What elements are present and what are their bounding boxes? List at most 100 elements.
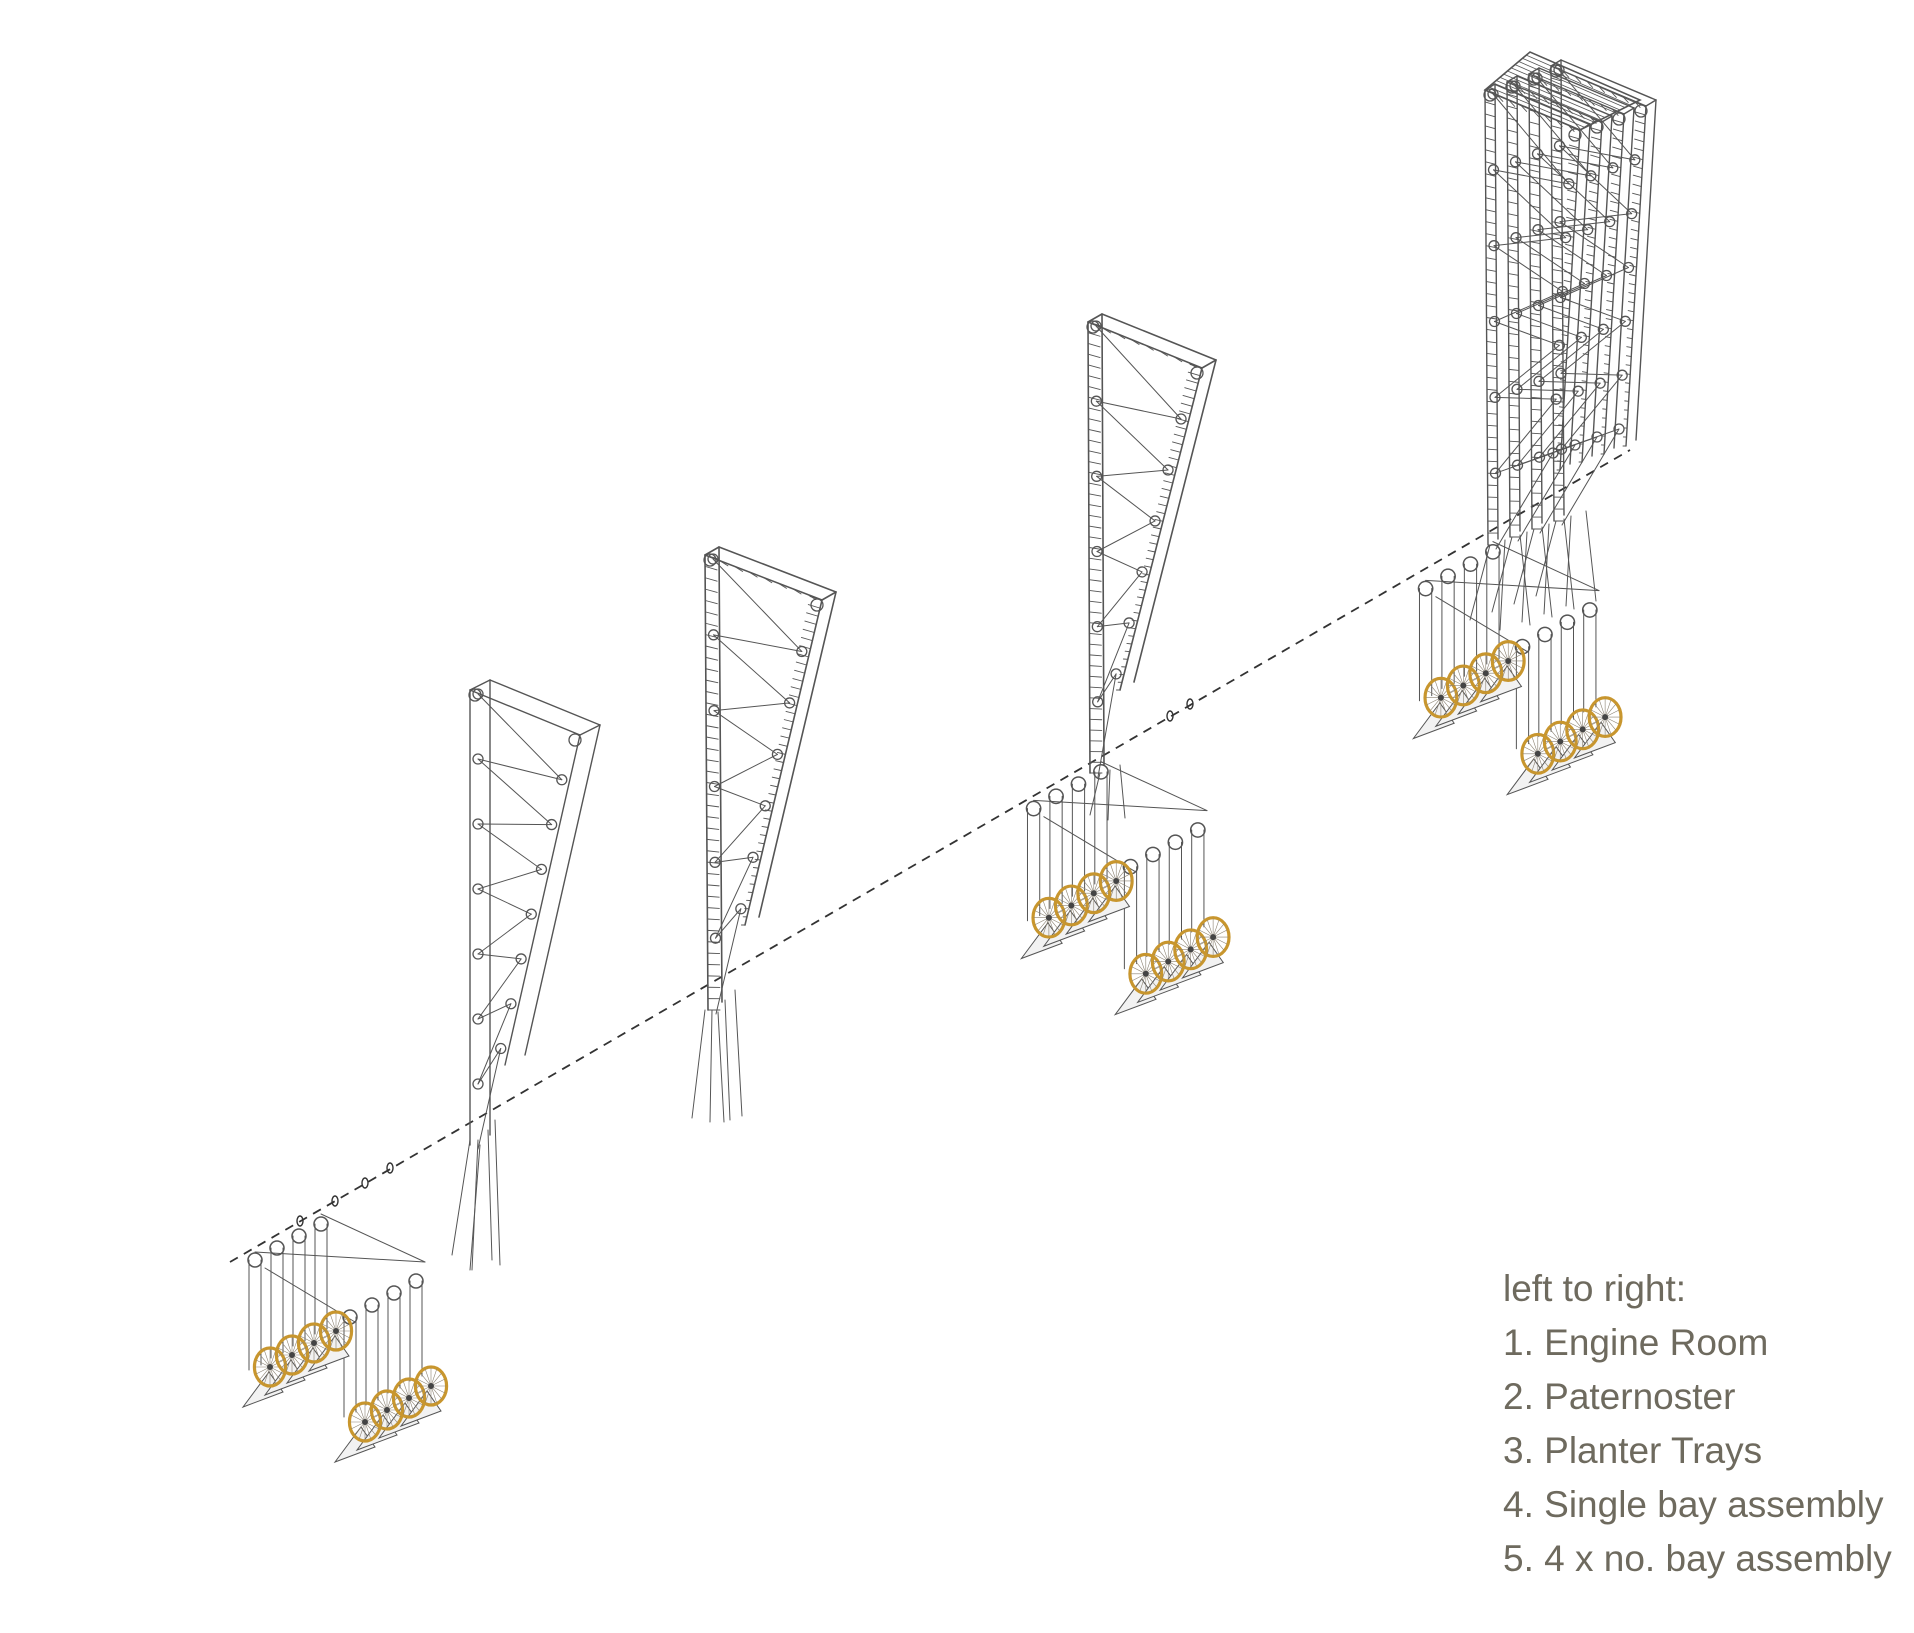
ladder-rung bbox=[1530, 444, 1542, 447]
cable-line bbox=[712, 558, 803, 652]
ladder-rung bbox=[1507, 189, 1519, 193]
ladder-rung bbox=[1485, 281, 1497, 284]
ladder-rung bbox=[1507, 249, 1519, 252]
ladder-rung bbox=[1485, 293, 1497, 296]
frame-line bbox=[1425, 579, 1600, 592]
ladder-rung bbox=[1507, 273, 1519, 276]
wheel-rim bbox=[1098, 859, 1134, 902]
wheel-rim bbox=[1520, 732, 1556, 775]
bicycle-wheel-icon bbox=[1520, 732, 1556, 775]
ladder-rung bbox=[748, 571, 758, 578]
pulley-icon bbox=[1616, 369, 1628, 381]
ladder-rung bbox=[1628, 283, 1636, 286]
cable-line bbox=[1559, 145, 1633, 215]
ladder-rung bbox=[1610, 200, 1620, 204]
ladder-rung bbox=[1101, 327, 1112, 334]
cable-line bbox=[1095, 400, 1182, 420]
cable-line bbox=[1543, 523, 1550, 615]
ladder-rung bbox=[1566, 216, 1576, 220]
axis-collar-icon bbox=[296, 1215, 304, 1227]
bicycle-wheel-icon bbox=[1195, 916, 1231, 959]
ladder-rung bbox=[1552, 388, 1564, 391]
pulley-icon bbox=[708, 705, 720, 717]
pulley-icon bbox=[472, 948, 484, 960]
ladder-rung bbox=[1508, 404, 1520, 407]
cable-line bbox=[1495, 398, 1557, 474]
pulley-icon bbox=[472, 1013, 484, 1025]
legend-item: 4. Single bay assembly bbox=[1503, 1484, 1884, 1525]
bicycle-wheel-icon bbox=[1031, 896, 1067, 939]
ladder-rung bbox=[1484, 137, 1496, 142]
ladder-rung bbox=[1485, 161, 1496, 165]
bicycle-wheel-icon bbox=[318, 1310, 354, 1352]
ladder-rung bbox=[1530, 324, 1542, 328]
frame-line bbox=[1101, 313, 1217, 361]
ladder-rung bbox=[1633, 156, 1644, 161]
ladder-rung bbox=[1088, 557, 1102, 561]
cable-line bbox=[1491, 536, 1513, 613]
ladder-rung bbox=[1173, 433, 1185, 438]
wheel-rim bbox=[1173, 928, 1209, 971]
ladder-rung bbox=[1635, 111, 1646, 116]
cable-line bbox=[1517, 444, 1576, 542]
ladder-rung bbox=[1508, 332, 1520, 336]
wheel-rim bbox=[1195, 916, 1231, 959]
ladder-rung bbox=[1551, 161, 1563, 165]
ladder-rung bbox=[705, 736, 719, 740]
ladder-rung bbox=[1172, 441, 1183, 446]
ladder-rung bbox=[1150, 534, 1160, 538]
ladder-rung bbox=[1087, 418, 1101, 422]
ladder-rung bbox=[1589, 163, 1600, 168]
cable-line bbox=[1516, 336, 1582, 390]
pulley-icon bbox=[1594, 377, 1606, 389]
ladder-rung bbox=[1488, 86, 1586, 128]
wheel-hub bbox=[428, 1383, 434, 1389]
ladder-rung bbox=[792, 678, 804, 682]
ladder-rung bbox=[1582, 353, 1589, 356]
wheel-hub bbox=[1090, 890, 1097, 897]
ladder-rung bbox=[1135, 604, 1142, 607]
ladder-rung bbox=[705, 622, 718, 627]
ladder-rung bbox=[1632, 192, 1642, 196]
ladder-rung bbox=[706, 884, 720, 887]
ladder-rung bbox=[1586, 244, 1596, 248]
ladder-rung bbox=[706, 793, 720, 797]
cable-line bbox=[1535, 520, 1557, 597]
ladder-rung bbox=[1152, 526, 1162, 530]
frame-line bbox=[718, 546, 837, 593]
pulley-icon bbox=[1136, 566, 1148, 578]
cable-line bbox=[1469, 544, 1491, 621]
frame-line bbox=[320, 1213, 426, 1263]
ladder-rung bbox=[1530, 408, 1542, 411]
wheel-hub bbox=[406, 1395, 412, 1401]
ladder-rung bbox=[705, 691, 719, 695]
bicycle-wheel-icon bbox=[413, 1365, 449, 1407]
ladder-rung bbox=[1588, 199, 1598, 203]
ladder-rung bbox=[1565, 234, 1575, 238]
pulley-icon bbox=[1554, 291, 1567, 304]
ladder-rung bbox=[1133, 612, 1140, 614]
pulley-icon bbox=[1537, 626, 1553, 643]
pulley-icon bbox=[472, 818, 484, 830]
pulley-icon bbox=[1070, 776, 1087, 792]
cable-line bbox=[477, 1048, 502, 1085]
ladder-rung bbox=[1587, 226, 1597, 230]
cable-line bbox=[1585, 510, 1597, 602]
wheel-rim bbox=[252, 1346, 288, 1388]
pulley-icon bbox=[495, 1042, 507, 1055]
cable-line bbox=[1515, 237, 1585, 284]
ladder-rung bbox=[1503, 73, 1606, 118]
ladder-rung bbox=[1551, 149, 1563, 153]
pulley-icon bbox=[1090, 320, 1102, 332]
ladder-rung bbox=[1507, 201, 1519, 205]
ladder-rung bbox=[1563, 279, 1572, 283]
ladder-rung bbox=[1609, 218, 1619, 222]
ladder-rung bbox=[1591, 127, 1602, 132]
pulley-icon bbox=[1553, 140, 1566, 152]
frame-line bbox=[1538, 67, 1635, 109]
ladder-rung bbox=[1179, 410, 1191, 415]
ladder-rung bbox=[1485, 269, 1497, 272]
ladder-rung bbox=[1088, 525, 1102, 529]
cable-line bbox=[1561, 428, 1620, 526]
pulley-icon bbox=[707, 629, 720, 641]
